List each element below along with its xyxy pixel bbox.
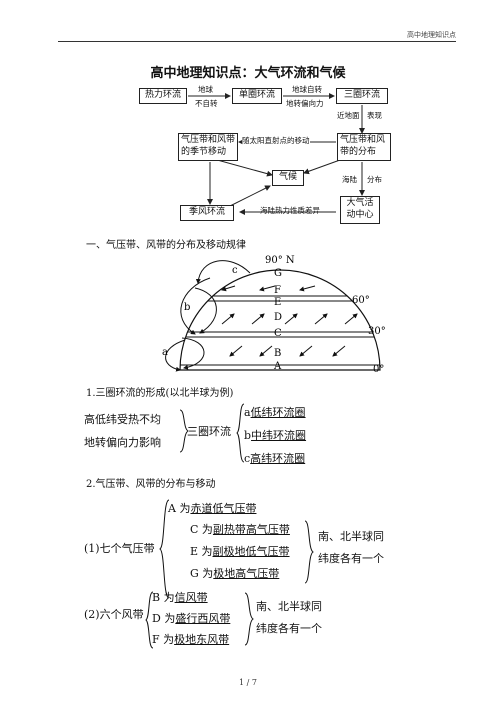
- label-coriolis: 地转偏向力: [286, 99, 324, 108]
- box-distribution-line2: 带的分布: [340, 147, 377, 157]
- page-number: 1 / 7: [239, 678, 257, 687]
- wind-arrows: [221, 285, 358, 357]
- cell-b: b: [184, 302, 190, 313]
- box-three-cell: 三圈环流: [336, 88, 388, 104]
- brace-winds: [145, 591, 154, 649]
- label-earth: 地球: [198, 85, 213, 94]
- letter-D: D: [274, 312, 282, 323]
- lat-30: 30°: [368, 326, 386, 337]
- box-single-cell: 单圈环流: [232, 88, 282, 104]
- brace-winds-note: [244, 592, 254, 646]
- winds-note-line2: 纬度各有一个: [256, 622, 322, 635]
- flow-arrows: [188, 93, 365, 215]
- letter-F: F: [274, 285, 281, 296]
- letter-A: A: [273, 361, 282, 372]
- lat-60: 60°: [352, 295, 370, 306]
- cell-c: c: [232, 265, 238, 276]
- cell-low-latitude: a低纬环流圈: [244, 406, 306, 419]
- wind-B: B 为信风带: [152, 591, 208, 604]
- label-sea-land: 海陆: [342, 175, 357, 184]
- box-climate: 气候: [272, 170, 304, 186]
- cell-mid-latitude: b中纬环流圈: [244, 429, 307, 442]
- item-1-heading: 1.三圈环流的形成(以北半球为例): [86, 388, 234, 399]
- label-distribution: 分布: [367, 175, 382, 184]
- label-90n: 90° N: [265, 255, 295, 266]
- box-heat-circulation: 热力环流: [139, 88, 187, 104]
- box-seasonal-shift: 气压带和风带 的季节移动: [178, 133, 238, 161]
- belt-C: C 为副热带高气压带: [190, 523, 290, 536]
- seven-belts-label: (1)七个气压带: [84, 542, 155, 555]
- belts-note-line1: 南、北半球同: [318, 530, 384, 543]
- box-monsoon: 季风环流: [180, 205, 234, 221]
- belt-G: G 为极地高气压带: [190, 567, 280, 580]
- brace-belts-note: [304, 520, 314, 584]
- belts-note-line2: 纬度各有一个: [318, 552, 384, 565]
- header-rule: [58, 41, 456, 42]
- winds-note-line1: 南、北半球同: [256, 600, 322, 613]
- label-no-rotation: 不自转: [195, 99, 218, 108]
- page-header: 高中地理知识点: [407, 31, 456, 39]
- brace-right: [236, 403, 245, 463]
- item-2-heading: 2.气压带、风带的分布与移动: [86, 479, 216, 490]
- pressure-belt-diagram: c b a 90° N G F E D C B A 60° 30° 0°: [162, 255, 386, 375]
- letter-B: B: [274, 348, 281, 359]
- box-seasonal-shift-line1: 气压带和风带: [181, 135, 236, 145]
- lat-0: 0°: [373, 364, 384, 375]
- cause-heating: 高低纬受热不均: [84, 413, 161, 426]
- letter-C: C: [274, 328, 282, 339]
- cause-coriolis: 地转偏向力影响: [84, 436, 161, 449]
- three-cell-label: 三圈环流: [187, 425, 231, 438]
- letter-E: E: [274, 297, 281, 308]
- box-activity-center-line2: 动中心: [346, 210, 374, 220]
- brace-left: [179, 409, 189, 453]
- box-seasonal-shift-line2: 的季节移动: [181, 147, 227, 157]
- box-activity-center-line1: 大气活: [346, 198, 374, 208]
- wind-D: D 为盛行西风带: [152, 612, 231, 625]
- circulation-cells: [165, 260, 251, 372]
- box-distribution-line1: 气压带和风: [340, 135, 386, 145]
- label-show: 表现: [367, 111, 382, 120]
- cell-high-latitude: c高纬环流圈: [244, 452, 306, 465]
- label-thermal-difference: 海陆热力性质差异: [260, 206, 320, 215]
- label-earth-rotation: 地球自转: [292, 85, 322, 94]
- page-title: 高中地理知识点：大气环流和气候: [150, 66, 346, 81]
- section-heading-1: 一、气压带、风带的分布及移动规律: [86, 240, 246, 251]
- label-near-surface: 近地面: [337, 111, 360, 120]
- hemisphere-outline: [179, 269, 381, 371]
- belt-A: A 为赤道低气压带: [168, 502, 257, 515]
- cell-a: a: [162, 347, 168, 358]
- brace-belts: [159, 499, 170, 599]
- belt-E: E 为副极地低气压带: [190, 545, 290, 558]
- letter-G: G: [274, 268, 282, 279]
- label-sun-shift: 随太阳直射点的移动: [242, 135, 310, 146]
- box-activity-center: 大气活 动中心: [340, 196, 380, 224]
- six-winds-label: (2)六个风带: [84, 608, 144, 621]
- box-distribution: 气压带和风 带的分布: [337, 133, 391, 161]
- wind-F: F 为极地东风带: [152, 633, 230, 646]
